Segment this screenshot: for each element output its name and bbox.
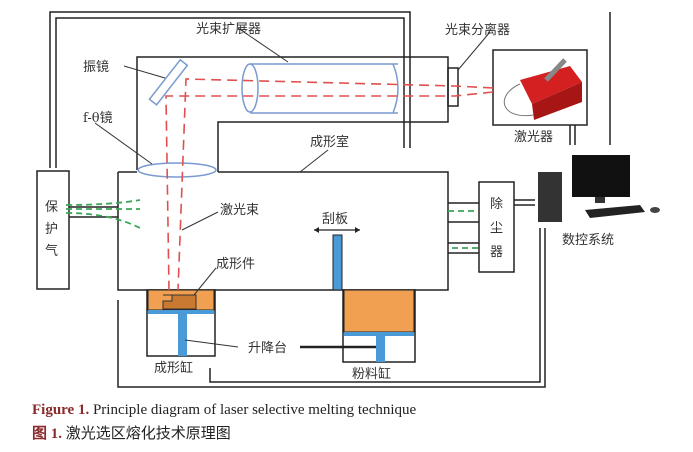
- dust-collector-box: [478, 181, 515, 273]
- caption-zh-text: 激光选区熔化技术原理图: [65, 426, 231, 442]
- label-beam-splitter: 光束分离器: [445, 22, 510, 38]
- f-theta-lens: [137, 162, 217, 178]
- shield-gas-box: [36, 170, 70, 290]
- laser-device-icon: [503, 58, 582, 120]
- caption-en-prefix: Figure 1.: [32, 402, 90, 418]
- label-dust-1: 除: [490, 197, 503, 212]
- label-galvo: 振镜: [83, 60, 109, 75]
- galvo-mirror: [148, 58, 189, 106]
- formed-part: [162, 294, 197, 310]
- label-laser-beam: 激光束: [220, 203, 259, 218]
- label-gas-2: 护: [45, 222, 58, 237]
- powder-piston: [376, 336, 385, 362]
- label-scraper: 刮板: [322, 212, 348, 227]
- caption-en: Figure 1. Principle diagram of laser sel…: [32, 402, 416, 419]
- beam-expander: [241, 63, 259, 113]
- caption-zh-prefix: 图 1.: [32, 426, 63, 442]
- label-f-theta: f-θ镜: [83, 111, 113, 126]
- label-cnc: 数控系统: [562, 233, 614, 248]
- label-lift: 升降台: [248, 341, 287, 356]
- wire-outer: [49, 11, 411, 168]
- scraper-blade: [332, 234, 343, 291]
- build-chamber: [117, 171, 449, 291]
- label-chamber: 成形室: [310, 134, 349, 150]
- label-part: 成形件: [216, 257, 255, 272]
- label-gas-1: 保: [45, 200, 58, 215]
- laser-beam-path: [165, 78, 494, 291]
- label-build-cylinder: 成形缸: [154, 360, 193, 376]
- label-powder-cylinder: 粉料缸: [352, 366, 391, 382]
- optics-housing: [136, 56, 449, 172]
- label-laser: 激光器: [514, 130, 553, 145]
- gas-flow: [65, 199, 478, 249]
- wire-outer-inner: [55, 17, 405, 168]
- label-beam-expander: 光束扩展器: [196, 22, 261, 37]
- label-dust-2: 尘: [490, 221, 503, 236]
- build-piston: [178, 314, 187, 356]
- label-dust-3: 器: [490, 245, 503, 260]
- computer-icon: [538, 155, 660, 222]
- label-gas-3: 气: [45, 243, 58, 259]
- caption-en-text: Principle diagram of laser selective mel…: [92, 402, 417, 418]
- caption-zh: 图 1. 激光选区熔化技术原理图: [32, 422, 231, 443]
